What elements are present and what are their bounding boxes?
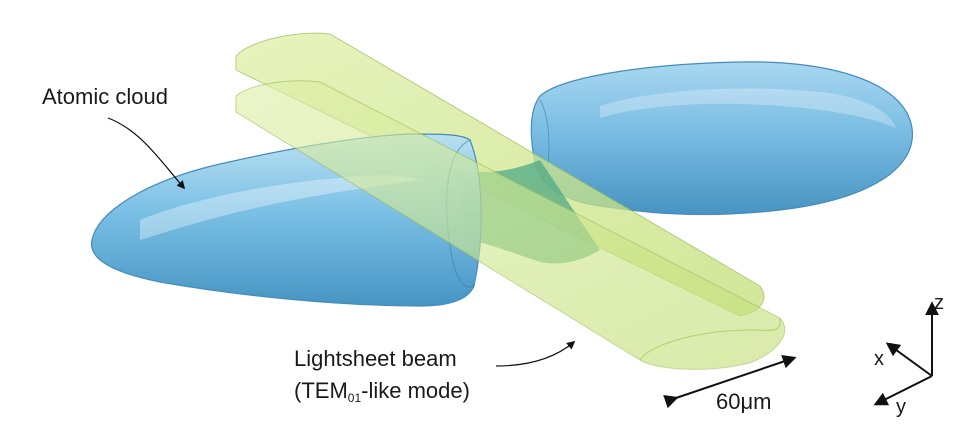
atomic-cloud-label: Atomic cloud	[42, 84, 168, 109]
axis-x-arrow	[885, 342, 933, 377]
axis-z-label: z	[934, 292, 944, 314]
coordinate-axes	[873, 301, 939, 406]
atomic-cloud-callout-arrow	[107, 117, 186, 190]
lightsheet-beam-label: Lightsheet beam	[294, 346, 457, 371]
axis-y-label: y	[896, 396, 906, 418]
axis-y-arrow	[873, 375, 933, 406]
lightsheet-mode-label: (TEM01-like mode)	[294, 378, 470, 405]
axis-x-label: x	[874, 348, 884, 370]
mode-suffix: -like mode)	[361, 378, 470, 403]
lightsheet-callout-arrow	[495, 340, 576, 367]
scale-bar-label: 60μm	[716, 389, 772, 414]
mode-prefix: (TEM	[294, 378, 348, 403]
mode-subscript: 01	[347, 391, 362, 405]
scale-bar	[663, 354, 797, 409]
